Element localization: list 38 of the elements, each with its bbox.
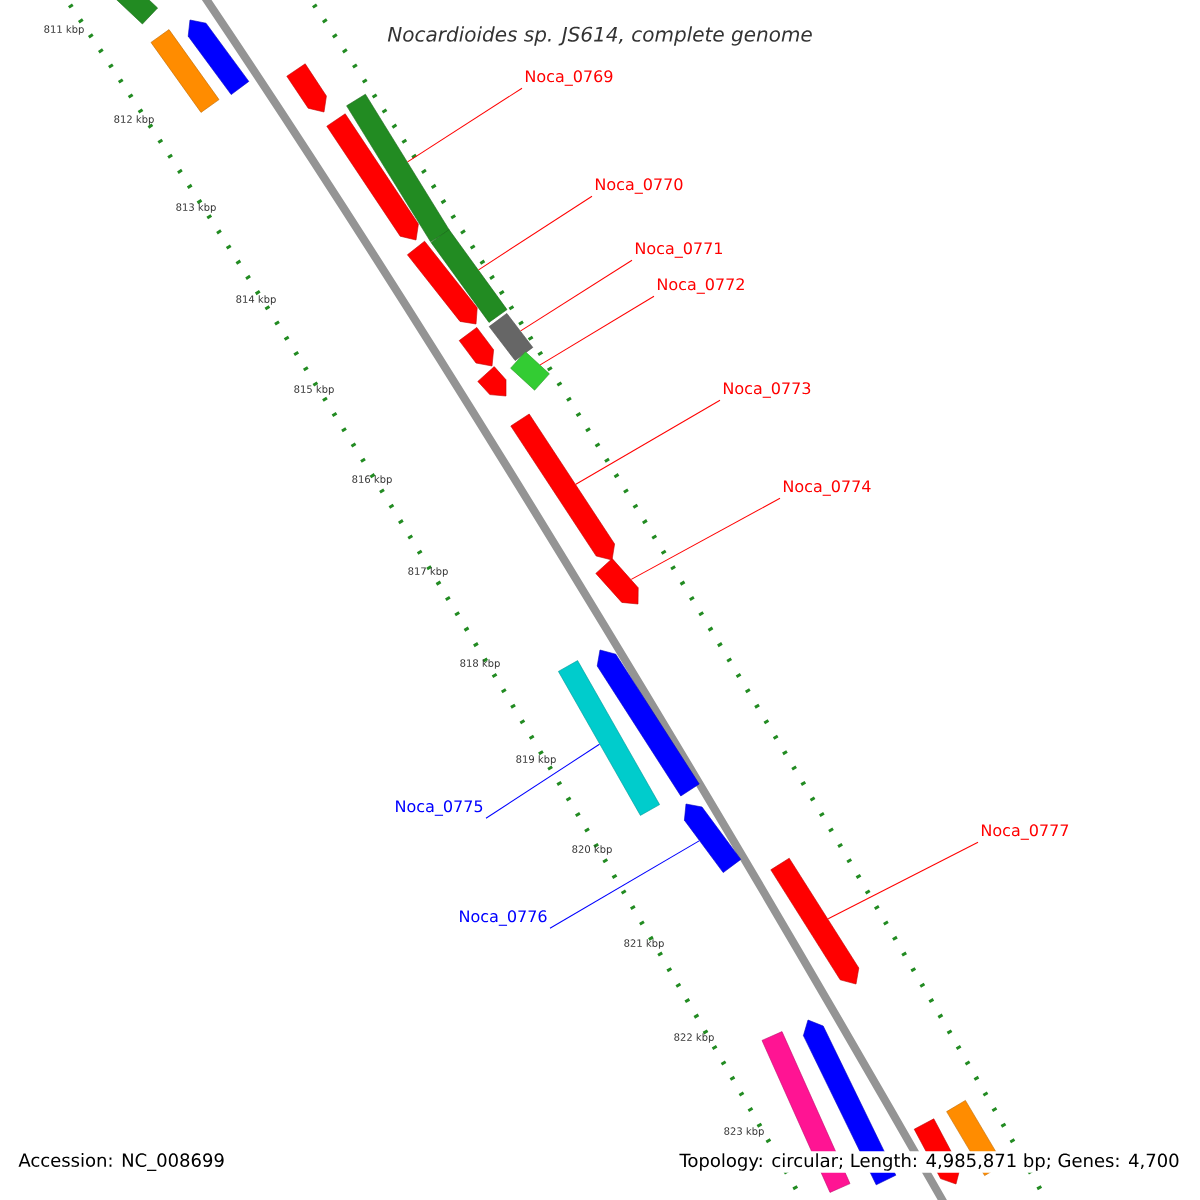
gene-bar <box>187 19 250 95</box>
gene-bar <box>510 351 550 391</box>
gene-label: Noca_0769 <box>525 70 613 86</box>
gene-bar <box>558 660 660 816</box>
gene-bar <box>488 313 534 361</box>
gene-label: Noca_0770 <box>595 178 683 194</box>
gene-label: Noca_0774 <box>784 480 871 496</box>
gene-bar <box>458 327 494 367</box>
title: Nocardioides sp. JS614, complete genome <box>387 26 812 46</box>
leader-line <box>827 841 979 920</box>
gene-bar <box>326 113 419 241</box>
genome-stats-text: Topology: circular; Length: 4,985,871 bp; Genes: 4,700 <box>677 1151 1182 1173</box>
gene-bar <box>770 857 860 985</box>
gene-label: Noca_0777 <box>982 824 1069 840</box>
gene-bar <box>684 803 742 873</box>
gene-label: Noca_0776 <box>460 910 547 926</box>
gene-bar <box>510 413 615 561</box>
gene-label: Noca_0772 <box>657 278 744 294</box>
gene-bar <box>595 558 639 605</box>
gene-bar <box>477 366 507 397</box>
leader-line <box>478 195 593 271</box>
gene-bar <box>286 63 327 113</box>
gene-bar <box>150 29 220 113</box>
gene-bar <box>346 93 450 243</box>
gene-label: Noca_0773 <box>724 382 811 398</box>
gene-label: Noca_0775 <box>396 800 483 816</box>
gene-bar <box>430 229 508 323</box>
leader-line <box>575 399 721 485</box>
gene-label: Noca_0771 <box>635 242 722 258</box>
leader-line <box>520 259 633 332</box>
leader-line <box>630 497 781 580</box>
leader-line <box>407 87 523 163</box>
leader-line <box>549 840 700 929</box>
gene-bar <box>407 240 478 325</box>
leader-line <box>485 743 600 819</box>
accession-text: Accession: NC_008699 <box>16 1151 227 1173</box>
gene-bar <box>596 649 700 797</box>
leader-line <box>539 295 655 366</box>
